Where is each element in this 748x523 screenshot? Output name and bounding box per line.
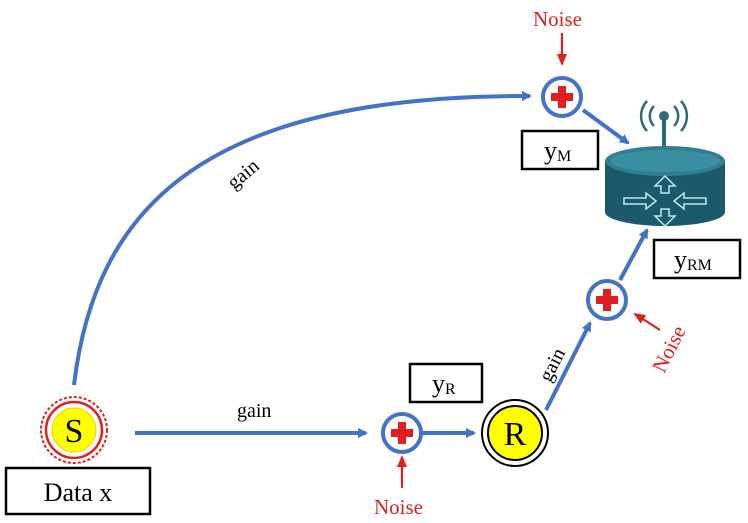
edge-label-source-to-main: gain — [223, 155, 264, 194]
edge-label-relay-to-main: gain — [535, 345, 570, 386]
output-box-y-m: yM — [520, 129, 600, 171]
output-box-y-r: yR — [408, 362, 484, 404]
plus-icon — [551, 86, 573, 108]
source-letter: S — [65, 413, 84, 450]
output-label-y-m: yM — [544, 136, 571, 165]
link-adder-rm-to-receiver — [618, 228, 649, 281]
plus-icon — [596, 289, 618, 311]
noise-label-relay: Noise — [374, 495, 423, 519]
source-caption: Data x — [44, 478, 113, 507]
link-relay-to-adder-rm — [544, 321, 592, 411]
output-box-y-rm: yRM — [652, 238, 742, 280]
relay-node: R — [481, 399, 549, 467]
receiver-router — [605, 100, 725, 228]
plus-icon — [391, 422, 413, 444]
antenna-icon — [639, 100, 689, 150]
noise-label-main: Noise — [533, 7, 582, 31]
adder-relay — [381, 412, 423, 454]
source-caption-box: Data x — [4, 466, 152, 516]
link-adder-main-to-receiver — [581, 108, 630, 145]
output-label-y-rm: yRM — [674, 245, 712, 274]
adder-main — [541, 76, 583, 118]
noise-label-relay-main: Noise — [647, 322, 691, 377]
relay-letter: R — [504, 416, 527, 453]
adder-relay-main — [586, 279, 628, 321]
output-label-y-r: yR — [432, 369, 456, 398]
link-source-to-adder-main — [72, 90, 532, 386]
router-icon — [623, 174, 707, 228]
source-node: S — [40, 396, 108, 464]
edge-label-source-to-relay: gain — [237, 400, 271, 422]
noise-arrow-relay-main — [633, 312, 661, 331]
